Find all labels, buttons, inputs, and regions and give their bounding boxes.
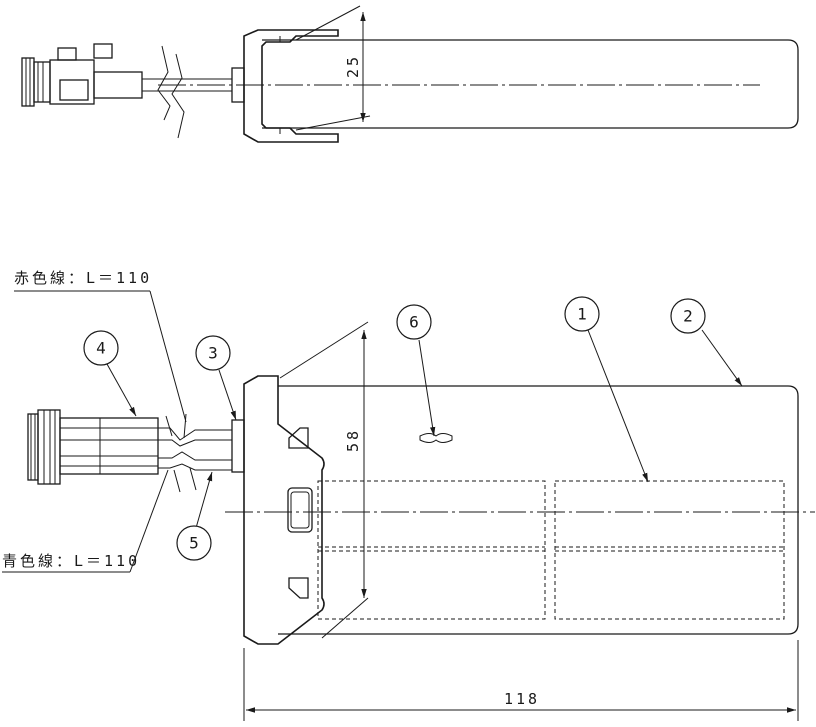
- svg-text:3: 3: [208, 344, 218, 363]
- callout-2: 2: [670, 298, 706, 334]
- top-connector: [21, 43, 232, 139]
- svg-text:4: 4: [96, 339, 106, 358]
- callout-3: 3: [195, 335, 231, 371]
- bottom-view: 58 118 赤色線：L＝110 青色線：L＝110 1 2: [2, 269, 815, 721]
- dimension-label-25: 25: [344, 54, 362, 78]
- top-view: 25: [21, 5, 799, 143]
- callout-4: 4: [83, 330, 119, 366]
- hidden-cell-left: [317, 480, 546, 620]
- dimension-label-118: 118: [504, 690, 540, 708]
- svg-text:1: 1: [577, 305, 587, 324]
- dimension-label-58: 58: [344, 428, 362, 452]
- blue-wire-label: 青色線：L＝110: [2, 552, 140, 570]
- callout-5: 5: [176, 525, 212, 561]
- svg-text:5: 5: [189, 534, 199, 553]
- hidden-cell-right: [554, 480, 785, 620]
- red-wire-label: 赤色線：L＝110: [14, 269, 152, 287]
- label-part-6: [419, 433, 453, 443]
- svg-text:2: 2: [683, 307, 693, 326]
- callout-1: 1: [564, 296, 600, 332]
- bottom-body: 58 118: [231, 321, 799, 721]
- svg-text:6: 6: [409, 313, 419, 332]
- top-body: 25: [231, 5, 799, 143]
- callout-6: 6: [396, 304, 432, 340]
- bottom-connector: [27, 409, 232, 493]
